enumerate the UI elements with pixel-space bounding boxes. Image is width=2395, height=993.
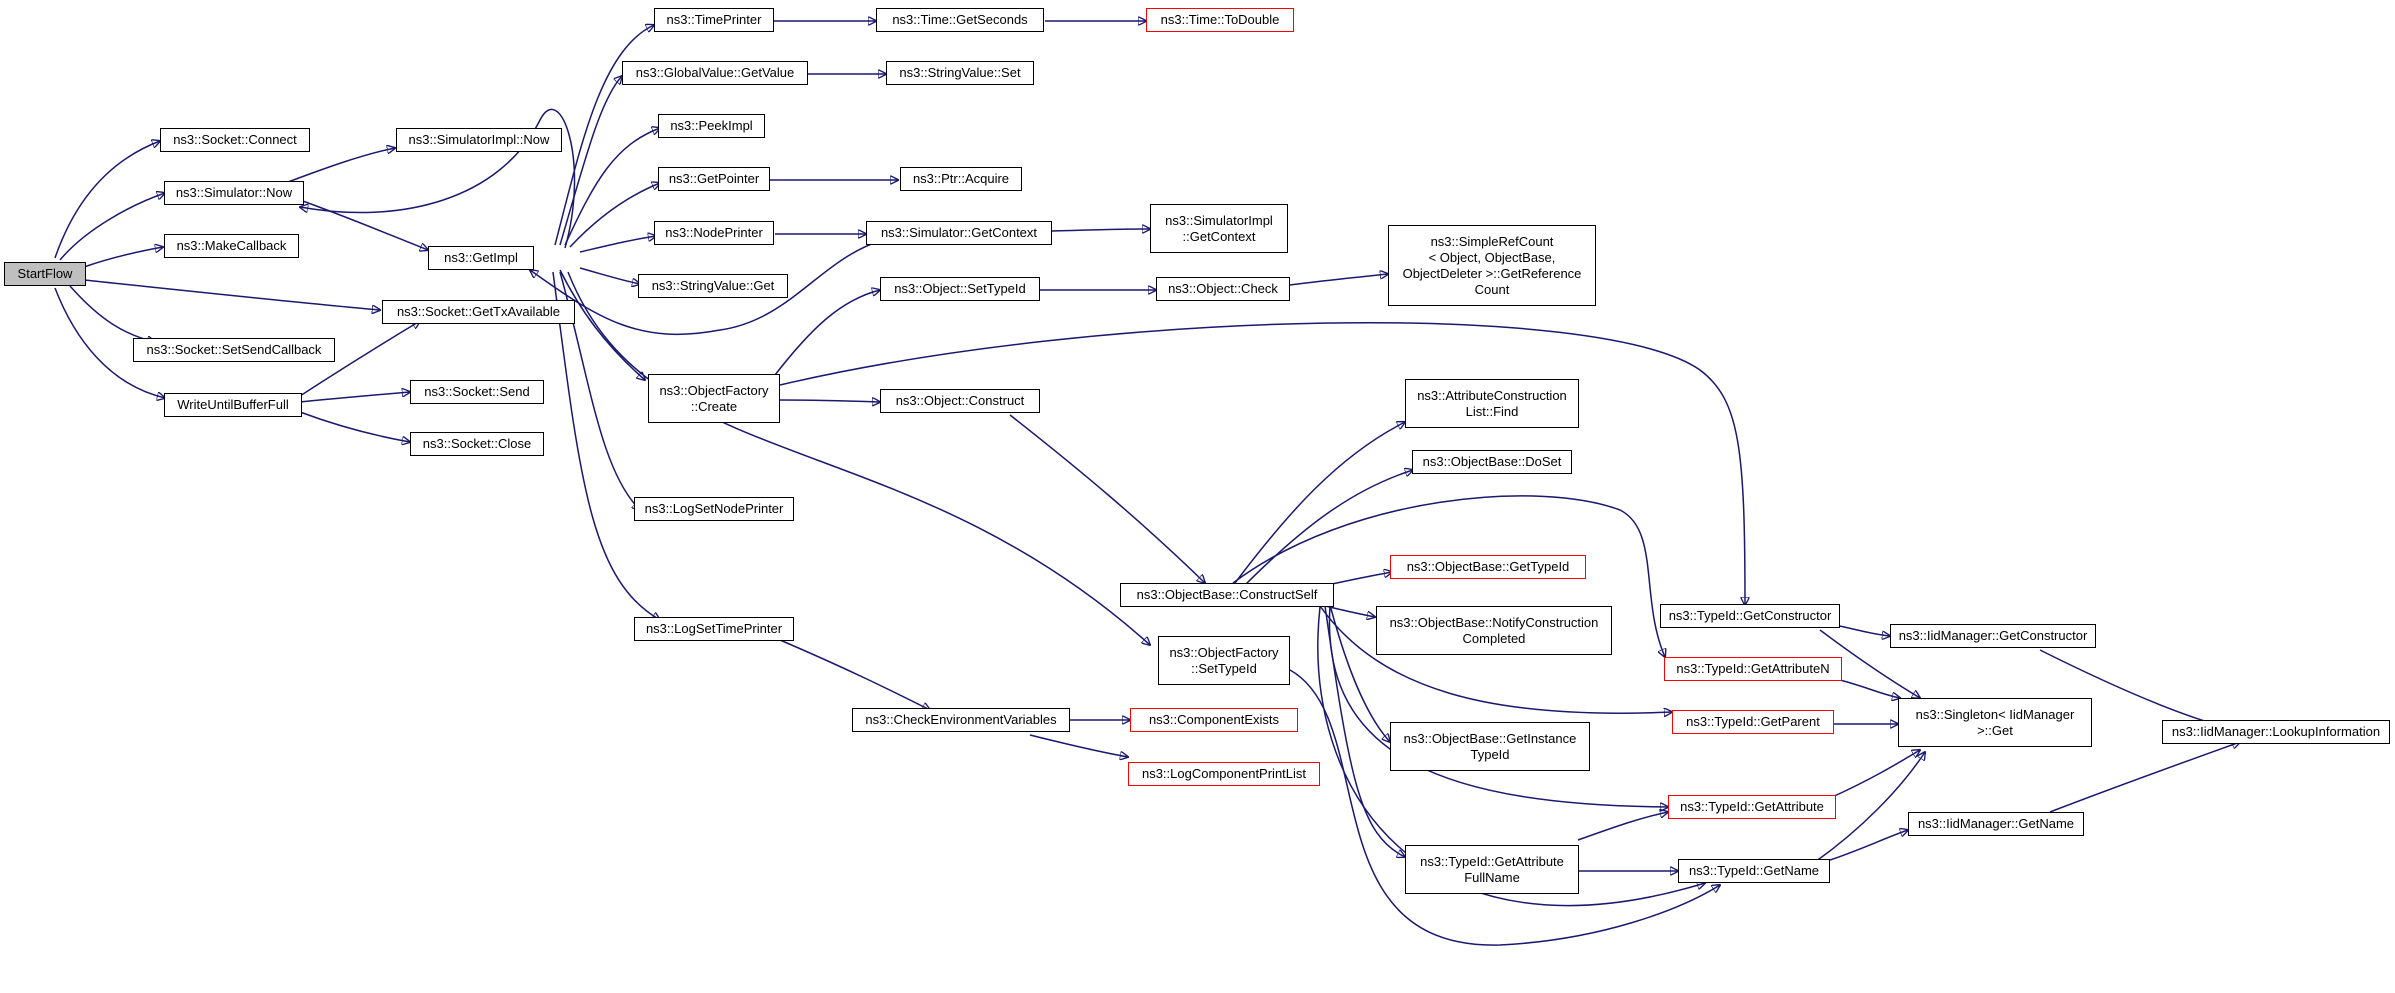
node-startflow: StartFlow	[4, 262, 86, 286]
edge-simgetcontext-simimplgetcontext	[1051, 229, 1150, 231]
node-simplerefcount-getreferencecount[interactable]: ns3::SimpleRefCount < Object, ObjectBase…	[1388, 225, 1596, 306]
edge-startflow-makecallback	[83, 247, 163, 268]
edge-startflow-writeuntilbufferfull	[54, 287, 165, 398]
node-objectbase-doset[interactable]: ns3::ObjectBase::DoSet	[1412, 450, 1572, 474]
node-typeid-getparent[interactable]: ns3::TypeId::GetParent	[1672, 710, 1834, 734]
edge-create-getconstructor	[779, 321, 1745, 605]
node-objectbase-getinstancetypeid[interactable]: ns3::ObjectBase::GetInstance TypeId	[1390, 722, 1590, 771]
edge-startflow-gettxavailable	[83, 279, 380, 310]
edge-simgetcontext-getimpl	[530, 240, 881, 336]
edge-create-objsettypeid	[774, 290, 880, 376]
edge-simnow-getimpl	[299, 199, 428, 250]
node-simulatorimpl-getcontext[interactable]: ns3::SimulatorImpl ::GetContext	[1150, 204, 1288, 253]
node-component-exists[interactable]: ns3::ComponentExists	[1130, 708, 1298, 732]
edge-getname-singleton	[1814, 752, 1925, 863]
node-typeid-getattributen[interactable]: ns3::TypeId::GetAttributeN	[1664, 657, 1842, 681]
edge-startflow-setsendcallback	[69, 285, 155, 342]
node-time-printer[interactable]: ns3::TimePrinter	[654, 8, 774, 32]
edge-getimpl-getpointer	[569, 183, 660, 248]
node-ptr-acquire[interactable]: ns3::Ptr::Acquire	[900, 167, 1022, 191]
node-simulator-now[interactable]: ns3::Simulator::Now	[164, 181, 304, 205]
node-socket-connect[interactable]: ns3::Socket::Connect	[160, 128, 310, 152]
edge-wubf-close	[299, 411, 410, 442]
node-get-pointer[interactable]: ns3::GetPointer	[658, 167, 770, 191]
node-simulator-getcontext[interactable]: ns3::Simulator::GetContext	[866, 221, 1052, 245]
node-object-settypeid[interactable]: ns3::Object::SetTypeId	[880, 277, 1040, 301]
node-socket-close[interactable]: ns3::Socket::Close	[410, 432, 544, 456]
node-node-printer[interactable]: ns3::NodePrinter	[654, 221, 774, 245]
edge-getname-iidgetname	[1829, 830, 1908, 861]
edge-getattributen-singleton	[1839, 679, 1900, 698]
node-singleton-get[interactable]: ns3::Singleton< IidManager >::Get	[1898, 698, 2092, 747]
edge-objconstruct-constructself	[1009, 414, 1205, 583]
edge-startflow-simulator-now	[59, 193, 165, 261]
node-object-check[interactable]: ns3::Object::Check	[1156, 277, 1290, 301]
node-objectbase-notifyconstructioncompleted[interactable]: ns3::ObjectBase::NotifyConstruction Comp…	[1376, 606, 1612, 655]
node-time-getseconds[interactable]: ns3::Time::GetSeconds	[876, 8, 1044, 32]
node-objectfactory-settypeid[interactable]: ns3::ObjectFactory ::SetTypeId	[1158, 636, 1290, 685]
node-typeid-getname[interactable]: ns3::TypeId::GetName	[1678, 859, 1830, 883]
edge-getimpl-nodeprinter	[579, 236, 656, 253]
node-iidmanager-getname[interactable]: ns3::IidManager::GetName	[1908, 812, 2084, 836]
edge-getimpl-objectfactorycreate	[559, 269, 645, 380]
node-socket-send[interactable]: ns3::Socket::Send	[410, 380, 544, 404]
edge-getimpl-globalvalue	[559, 76, 622, 246]
edge-cs-getattributefullname	[1324, 605, 1405, 857]
node-globalvalue-getvalue[interactable]: ns3::GlobalValue::GetValue	[622, 61, 808, 85]
node-log-set-time-printer[interactable]: ns3::LogSetTimePrinter	[634, 617, 794, 641]
edge-getimpl-simnow	[300, 108, 576, 249]
edge-getimpl-timeprinter	[554, 25, 654, 246]
node-log-component-print-list[interactable]: ns3::LogComponentPrintList	[1128, 762, 1320, 786]
edge-cs-doset	[1244, 470, 1413, 586]
node-objectbase-constructself[interactable]: ns3::ObjectBase::ConstructSelf	[1120, 583, 1334, 607]
edge-getimpl-logsettimeprinter	[552, 271, 660, 620]
node-objectfactory-create[interactable]: ns3::ObjectFactory ::Create	[648, 374, 780, 423]
edge-wubf-send	[299, 392, 410, 403]
edge-iidgetname-lookup	[2049, 742, 2240, 813]
edge-cs-getattributen	[1232, 495, 1665, 657]
node-time-todouble[interactable]: ns3::Time::ToDouble	[1146, 8, 1294, 32]
node-write-until-buffer-full[interactable]: WriteUntilBufferFull	[164, 393, 302, 417]
edge-getimpl-objectfactorysettypeid	[567, 271, 1150, 645]
edge-getconstructor-singleton	[1819, 629, 1920, 698]
edge-checkenv-logcomponentprintlist	[1029, 734, 1128, 757]
node-iidmanager-lookupinformation[interactable]: ns3::IidManager::LookupInformation	[2162, 720, 2390, 744]
edge-fullname-getattribute	[1577, 812, 1668, 841]
edge-getimpl-peekimpl	[564, 128, 660, 246]
edge-cs-getname	[1317, 606, 1705, 907]
node-simulatorimpl-now[interactable]: ns3::SimulatorImpl::Now	[396, 128, 562, 152]
node-typeid-getattributefullname[interactable]: ns3::TypeId::GetAttribute FullName	[1405, 845, 1579, 894]
edge-wubf-gettxavailable	[299, 321, 420, 397]
edge-startflow-socket-connect	[54, 141, 160, 259]
node-peek-impl[interactable]: ns3::PeekImpl	[658, 114, 765, 138]
node-check-environment-variables[interactable]: ns3::CheckEnvironmentVariables	[852, 708, 1070, 732]
edge-getattribute-singleton	[1829, 750, 1920, 799]
node-stringvalue-set[interactable]: ns3::StringValue::Set	[886, 61, 1034, 85]
node-get-tx-available[interactable]: ns3::Socket::GetTxAvailable	[382, 300, 575, 324]
edge-create-objconstruct	[779, 400, 880, 402]
node-iidmanager-getconstructor[interactable]: ns3::IidManager::GetConstructor	[1890, 624, 2096, 648]
edge-ofsettypeid-getname	[1289, 669, 1720, 946]
edge-getimpl-stringvalueget	[579, 267, 640, 284]
edge-simnow-simimplnow	[279, 148, 395, 186]
node-set-send-callback[interactable]: ns3::Socket::SetSendCallback	[133, 338, 335, 362]
edge-cs-getinstancetypeid	[1329, 604, 1390, 742]
node-object-construct[interactable]: ns3::Object::Construct	[880, 389, 1040, 413]
node-objectbase-gettypeid[interactable]: ns3::ObjectBase::GetTypeId	[1390, 555, 1586, 579]
node-stringvalue-get[interactable]: ns3::StringValue::Get	[638, 274, 788, 298]
edge-logsettime-checkenv	[779, 639, 930, 710]
node-typeid-getattribute[interactable]: ns3::TypeId::GetAttribute	[1668, 795, 1836, 819]
node-attributeconstructionlist-find[interactable]: ns3::AttributeConstruction List::Find	[1405, 379, 1579, 428]
node-get-impl[interactable]: ns3::GetImpl	[428, 246, 534, 270]
node-make-callback[interactable]: ns3::MakeCallback	[164, 234, 299, 258]
node-log-set-node-printer[interactable]: ns3::LogSetNodePrinter	[634, 497, 794, 521]
node-typeid-getconstructor[interactable]: ns3::TypeId::GetConstructor	[1660, 604, 1840, 628]
edge-cs-getparent	[1319, 605, 1672, 713]
edge-check-simplerefcount	[1289, 274, 1388, 286]
edge-cs-find	[1234, 422, 1405, 584]
